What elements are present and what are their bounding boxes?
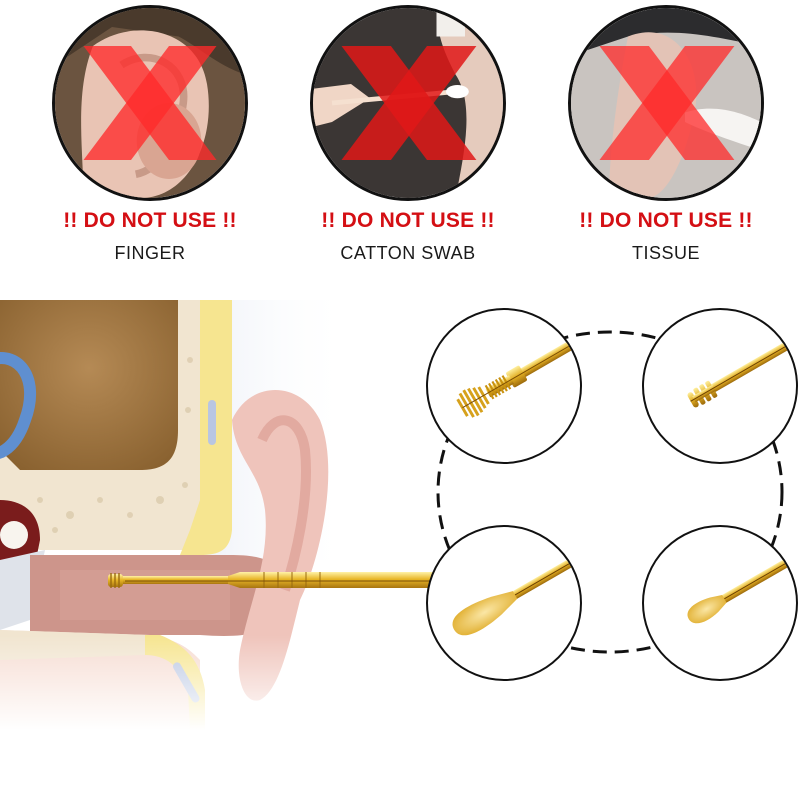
tissue-in-ear-image — [571, 8, 761, 198]
warning-label: CATTON SWAB — [340, 243, 476, 263]
spring-coil-tip-icon — [687, 336, 796, 408]
warning-title: !! DO NOT USE !! — [63, 209, 237, 232]
spiral-brush-tip-icon — [456, 335, 580, 418]
ear-canal-illustration — [0, 300, 440, 730]
warning-finger: !! DO NOT USE !! FINGER — [20, 0, 280, 280]
cotton-swab-in-ear-image — [313, 8, 503, 198]
red-x-icon — [599, 46, 735, 160]
dashed-connector-ring — [436, 330, 784, 654]
warning-cotton-swab: !! DO NOT USE !! CATTON SWAB — [278, 0, 538, 280]
tissue-photo — [568, 5, 764, 201]
tool-circle-spiral-brush — [426, 308, 582, 464]
tool-circle-small-spoon — [642, 525, 798, 681]
tool-circle-spring-coil — [642, 308, 798, 464]
red-x-icon — [341, 46, 477, 160]
ear-finger-photo — [52, 5, 248, 201]
small-spoon-tip-icon — [687, 547, 796, 624]
warning-title: !! DO NOT USE !! — [579, 209, 753, 232]
warning-label: FINGER — [114, 243, 186, 263]
warning-label: TISSUE — [631, 243, 700, 263]
warning-title: !! DO NOT USE !! — [321, 209, 495, 232]
cotton-swab-photo — [310, 5, 506, 201]
warning-tissue: !! DO NOT USE !! TISSUE — [536, 0, 796, 280]
finger-in-ear-image — [55, 8, 245, 198]
tool-circle-large-spoon — [426, 525, 582, 681]
large-spoon-tip-icon — [452, 548, 580, 636]
tool-tip-details — [420, 300, 800, 685]
red-x-icon — [83, 46, 217, 160]
